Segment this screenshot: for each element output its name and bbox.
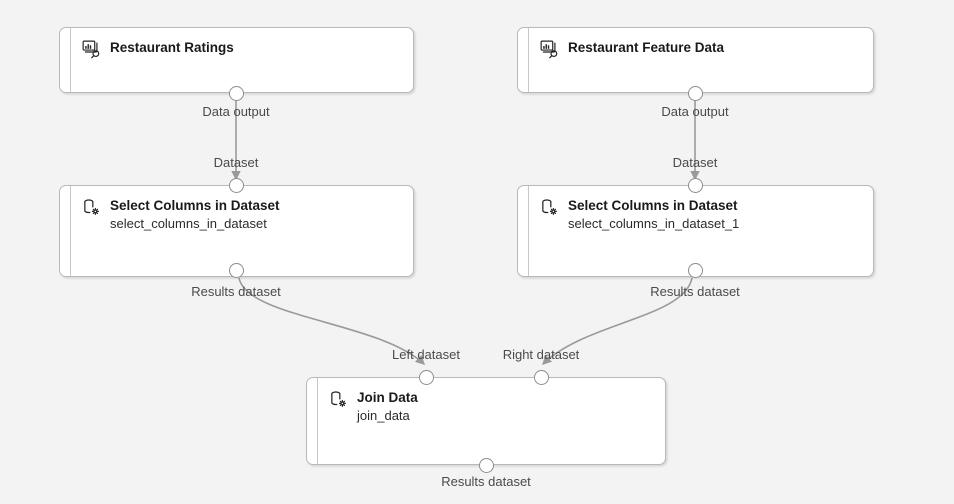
port-select-out[interactable]: [228, 262, 244, 278]
port-label-select1-in: Dataset: [672, 155, 718, 170]
port-label-join-left-in: Left dataset: [392, 347, 460, 362]
node-body: Join Data join_data: [329, 389, 655, 425]
node-subtitle: select_columns_in_dataset: [110, 216, 267, 231]
node-text: Join Data join_data: [357, 389, 418, 425]
node-join-data[interactable]: Join Data join_data: [306, 377, 666, 465]
port-label-join-out: Results dataset: [441, 474, 531, 489]
port-join-left-in[interactable]: [418, 369, 434, 385]
port-select1-in[interactable]: [687, 177, 703, 193]
node-subtitle: select_columns_in_dataset_1: [568, 216, 740, 231]
node-subtitle: join_data: [357, 408, 410, 423]
port-label-feature-out: Data output: [661, 104, 729, 119]
node-text: Restaurant Feature Data: [568, 39, 724, 56]
node-select-columns-in-dataset[interactable]: Select Columns in Dataset select_columns_…: [59, 185, 414, 277]
port-label-join-right-in: Right dataset: [502, 347, 580, 362]
node-accent-divider: [528, 186, 529, 276]
node-accent-divider: [70, 186, 71, 276]
node-body: Select Columns in Dataset select_columns_…: [82, 197, 403, 233]
dataset-search-icon: [540, 40, 559, 59]
node-accent-divider: [70, 28, 71, 92]
node-body: Restaurant Feature Data: [540, 39, 863, 59]
port-join-right-in[interactable]: [533, 369, 549, 385]
node-text: Select Columns in Dataset select_columns_…: [568, 197, 739, 233]
node-text: Restaurant Ratings: [110, 39, 234, 56]
node-title: Restaurant Feature Data: [568, 40, 725, 55]
port-select-in[interactable]: [228, 177, 244, 193]
node-title: Join Data: [357, 390, 418, 405]
port-join-out[interactable]: [478, 457, 494, 473]
port-label-ratings-out: Data output: [202, 104, 270, 119]
node-restaurant-feature-data[interactable]: Restaurant Feature Data: [517, 27, 874, 93]
node-accent-divider: [528, 28, 529, 92]
port-select1-out[interactable]: [687, 262, 703, 278]
node-restaurant-ratings[interactable]: Restaurant Ratings: [59, 27, 414, 93]
node-title: Restaurant Ratings: [110, 40, 234, 55]
node-body: Restaurant Ratings: [82, 39, 403, 59]
port-feature-out[interactable]: [687, 85, 703, 101]
node-accent-divider: [317, 378, 318, 464]
port-label-select-out: Results dataset: [191, 284, 281, 299]
database-gear-icon: [540, 198, 559, 217]
node-body: Select Columns in Dataset select_columns_…: [540, 197, 863, 233]
database-gear-icon: [82, 198, 101, 217]
node-title: Select Columns in Dataset: [568, 198, 738, 213]
port-label-select1-out: Results dataset: [650, 284, 740, 299]
dataset-search-icon: [82, 40, 101, 59]
port-label-select-in: Dataset: [213, 155, 259, 170]
port-ratings-out[interactable]: [228, 85, 244, 101]
node-text: Select Columns in Dataset select_columns_…: [110, 197, 280, 233]
database-gear-icon: [329, 390, 348, 409]
node-title: Select Columns in Dataset: [110, 198, 280, 213]
